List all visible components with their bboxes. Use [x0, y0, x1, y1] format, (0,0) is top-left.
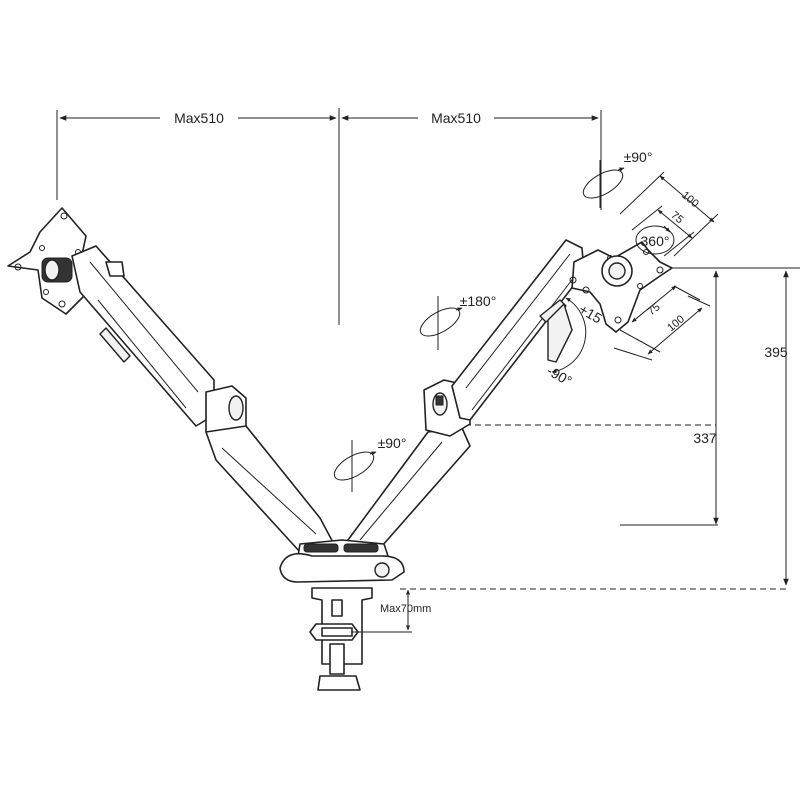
vesa-inner-top-label: 75	[668, 209, 685, 226]
vesa-inner-bottom-label: 75	[646, 301, 663, 318]
screen-rotation-label: 360°	[641, 233, 670, 249]
reach-dimension-lines	[56, 108, 602, 325]
base-swivel-label: ±90°	[378, 435, 407, 451]
arm-height-label: 337	[693, 430, 717, 446]
clamp-thickness-label: Max70mm	[380, 603, 431, 615]
forearm-swivel-label: ±180°	[460, 293, 497, 309]
base-swivel-icon	[333, 440, 377, 492]
desk-clamp	[309, 587, 373, 691]
vesa-outer-bottom-label: 100	[665, 313, 687, 334]
right-reach-label: Max510	[431, 110, 481, 126]
vesa-outer-top-label: 100	[679, 189, 701, 210]
screen-rotation-icon	[635, 225, 675, 255]
height-dimension-lines	[400, 267, 800, 590]
clamp-dimension-lines	[352, 589, 412, 633]
head-swivel-icon	[582, 160, 625, 208]
base-hub	[279, 539, 405, 583]
left-reach-label: Max510	[174, 110, 224, 126]
left-lower-arm	[205, 425, 337, 553]
left-upper-arm	[71, 245, 215, 427]
head-swivel-label: ±90°	[624, 149, 653, 165]
forearm-swivel-icon	[419, 296, 463, 350]
tilt-arc-icon	[551, 297, 587, 374]
tilt-down-label: -90°	[544, 362, 574, 389]
right-vesa-plate	[569, 241, 673, 333]
vesa-dimension-lines	[613, 171, 719, 361]
right-upper-arm	[451, 239, 585, 421]
total-height-label: 395	[764, 344, 788, 360]
